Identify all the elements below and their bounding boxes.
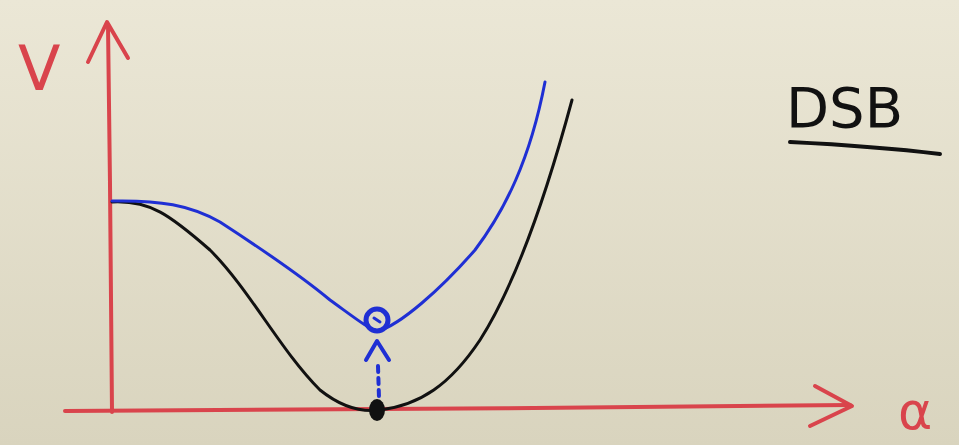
minimum-dot <box>369 399 385 421</box>
y-arrowhead <box>88 22 128 62</box>
dashed-drop <box>378 366 379 398</box>
y-axis <box>108 25 112 412</box>
stick-figure-head <box>366 309 388 331</box>
shifted-potential-curve <box>112 82 545 331</box>
title-underline <box>790 142 940 154</box>
x-arrowhead <box>810 386 852 426</box>
potential-curve <box>112 100 572 411</box>
x-axis <box>65 405 850 411</box>
stick-figure-face <box>374 318 380 322</box>
axis-label: α <box>898 385 932 437</box>
title: DSB <box>786 80 903 136</box>
axis-label: V <box>18 38 60 100</box>
stick-figure-legs <box>366 341 389 360</box>
